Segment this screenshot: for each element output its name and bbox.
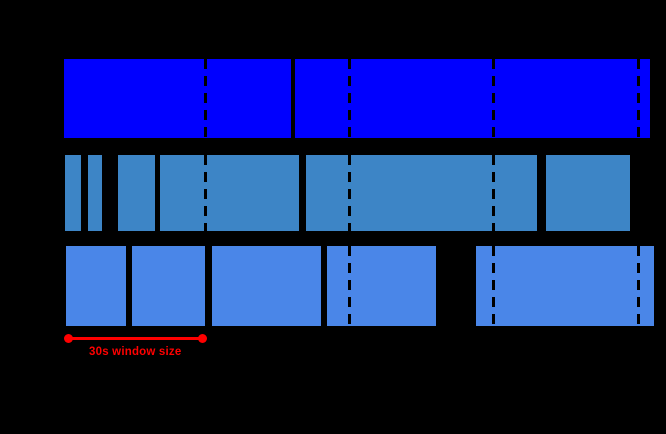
speech-segment [546, 155, 630, 231]
window-boundary-dashed-line [636, 246, 640, 326]
bar-row-bottom [0, 246, 666, 326]
speech-segment [476, 246, 654, 326]
speech-segment [66, 246, 126, 326]
window-boundary-dashed-line [491, 246, 495, 326]
window-boundary-dashed-line [347, 59, 351, 138]
bar-row-middle [0, 155, 666, 231]
window-boundary-dashed-line [636, 59, 640, 138]
window-size-label: 30s window size [89, 346, 182, 358]
speech-segment [327, 246, 436, 326]
speech-segment [65, 155, 81, 231]
window-boundary-dashed-line [203, 59, 207, 138]
bar-row-top [0, 59, 666, 138]
speech-segment [295, 59, 650, 138]
measure-endpoint-left [64, 334, 73, 343]
speech-segment [64, 59, 291, 138]
speech-segment [306, 155, 537, 231]
window-boundary-dashed-line [347, 246, 351, 326]
window-boundary-dashed-line [203, 155, 207, 231]
window-boundary-dashed-line [491, 155, 495, 231]
speech-segment [212, 246, 321, 326]
speech-segment [160, 155, 299, 231]
measure-line [68, 337, 203, 340]
speech-segment [118, 155, 155, 231]
speech-segment [88, 155, 102, 231]
measure-endpoint-right [198, 334, 207, 343]
window-boundary-dashed-line [347, 155, 351, 231]
speech-segment [132, 246, 205, 326]
window-boundary-dashed-line [491, 59, 495, 138]
